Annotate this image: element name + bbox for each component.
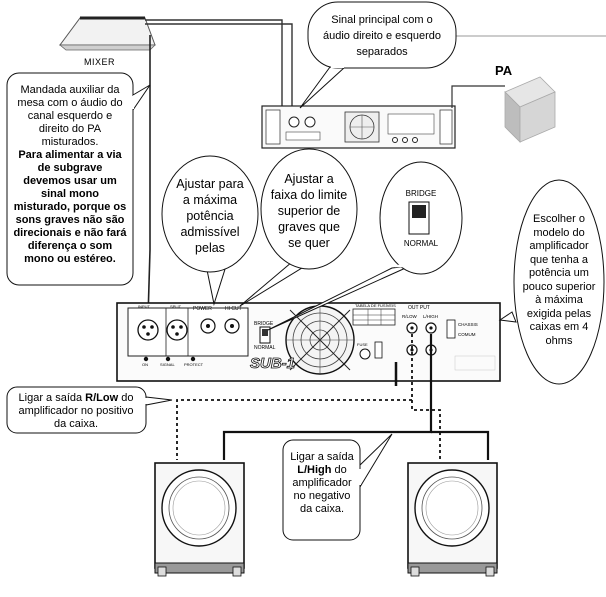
callout-aux-send-text: Mandada auxiliar da mesa com o áudio do … (13, 84, 127, 266)
amp-l-high-label: L/HIGH (423, 314, 439, 319)
amp-hi-cut-label: HI CUT (225, 306, 242, 312)
amp-normal-label: NORMAL (254, 345, 276, 351)
callout-r-low-suffix: do amplificador no positivo da caixa. (18, 392, 134, 430)
callout-l-high-prefix: Ligar a saída (290, 451, 354, 463)
amp-output-label: OUT PUT (408, 305, 430, 311)
callout-aux-send-bubble (6, 72, 151, 286)
pa-amplifier-icon (261, 105, 456, 149)
pa-speaker-icon (504, 76, 556, 143)
bridge-switch-bottom-label: NORMAL (403, 239, 439, 248)
bridge-switch-top-label: BRIDGE (405, 189, 437, 198)
amp-protect-label: PROTECT (184, 362, 204, 367)
callout-r-low-text: Ligar a saída R/Low do amplificador no p… (14, 392, 138, 431)
callout-r-low-bold: R/Low (85, 392, 119, 404)
amp-power-label: POWER (193, 306, 212, 312)
sub-amplifier-icon (116, 302, 501, 386)
subwoofer-left-icon (154, 462, 245, 577)
amp-fuses-label: TABELA DE FUSÍVEIS (355, 303, 396, 308)
callout-adjust-range-text: Ajustar a faixa do limite superior de gr… (270, 172, 348, 250)
amp-logo: SUB-1 (250, 355, 296, 373)
amp-chassis-label: CHASSIS (458, 322, 478, 327)
callout-choose-amp-text: Escolher o modelo do amplificador que te… (522, 213, 596, 347)
callout-aux-send-normal: Mandada auxiliar da mesa com o áudio do … (17, 84, 123, 148)
callout-l-high-bubble (282, 433, 393, 541)
amp-split-label: SPLIT (170, 304, 182, 309)
amp-fuse-label: FUSE (357, 342, 368, 347)
mixer-label: MIXER (84, 57, 116, 67)
callout-l-high-suffix: do amplificador no negativo da caixa. (292, 464, 352, 515)
callout-main-signal-bubble (299, 1, 457, 109)
callout-bridge-bubble (267, 161, 463, 331)
amp-bridge-label: BRIDGE (254, 321, 274, 327)
callout-adjust-power-text: Ajustar para a máxima potência admissíve… (176, 177, 244, 255)
callout-choose-amp-bubble (498, 179, 605, 385)
pa-label: PA (495, 63, 513, 78)
amp-r-low-label: R/LOW (402, 314, 417, 319)
mixer-icon (58, 16, 156, 51)
callout-l-high-bold: L/High (297, 464, 332, 476)
amp-signal-label: SIGNAL (160, 362, 175, 367)
amp-comum-label: COMUM (458, 332, 476, 337)
amp-on-label: ON (142, 362, 148, 367)
callout-adjust-power-bubble (161, 155, 259, 306)
callout-adjust-range-bubble (239, 148, 358, 307)
subwoofer-right-icon (407, 462, 498, 577)
amp-input-label: INPUT (138, 304, 150, 309)
callout-l-high-text: Ligar a saída L/High do amplificador no … (290, 451, 354, 516)
callout-aux-send-bold: Para alimentar a via de subgrave devemos… (13, 149, 127, 265)
callout-r-low-prefix: Ligar a saída (18, 392, 86, 404)
callout-r-low-bubble (6, 386, 173, 434)
callout-main-signal-text: Sinal principal com o áudio direito e es… (322, 14, 442, 58)
